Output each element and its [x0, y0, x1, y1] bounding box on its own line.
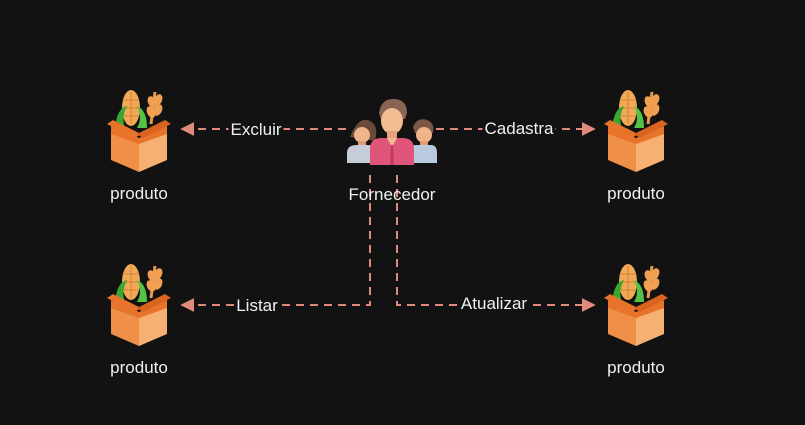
fornecedor-label: Fornecedor [348, 185, 436, 204]
produce-box-icon [107, 264, 171, 346]
edge-label-cadastra: Cadastra [482, 119, 556, 139]
edge-atualizar [396, 175, 596, 312]
edge-label-listar: Listar [234, 296, 280, 316]
produto-node-bottom-left[interactable] [107, 262, 171, 346]
people-group-icon [347, 99, 437, 165]
produce-box-icon [604, 90, 668, 172]
produce-box-icon [107, 90, 171, 172]
produto-node-top-right[interactable] [604, 88, 668, 172]
produto-label-top-left: produto [110, 184, 168, 203]
produto-label-bottom-left: produto [110, 358, 168, 377]
edge-label-excluir: Excluir [228, 120, 284, 140]
produto-label-bottom-right: produto [607, 358, 665, 377]
produce-box-icon [604, 264, 668, 346]
produto-node-top-left[interactable] [107, 88, 171, 172]
edge-label-atualizar: Atualizar [458, 294, 530, 314]
produto-label-top-right: produto [607, 184, 665, 203]
edge-listar [180, 175, 371, 312]
produto-node-bottom-right[interactable] [604, 262, 668, 346]
fornecedor-node[interactable] [345, 97, 438, 165]
